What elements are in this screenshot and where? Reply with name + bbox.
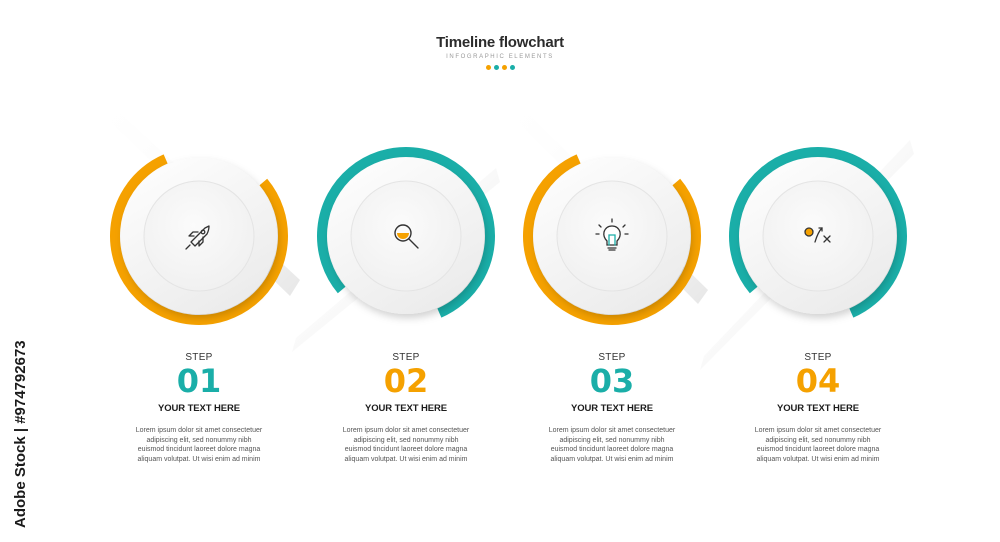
step-1-disc-inner [143, 180, 255, 292]
stock-watermark: Adobe Stock | #974792673 [12, 340, 29, 528]
step-heading: YOUR TEXT HERE [158, 403, 240, 414]
header-dots [0, 65, 1000, 70]
step-3-text: STEP 03 YOUR TEXT HERE Lorem ipsum dolor… [532, 352, 692, 464]
step-1-ring [110, 147, 288, 325]
strategy-icon [804, 227, 831, 243]
step-number: 03 [589, 362, 635, 400]
step-description: Lorem ipsum dolor sit amet consectetuer … [754, 427, 882, 463]
step-heading: YOUR TEXT HERE [571, 403, 653, 414]
rocket-icon [185, 225, 210, 250]
header-dot [501, 65, 507, 70]
step-2-ring [317, 147, 495, 325]
header-dot [493, 65, 499, 70]
header-dot [509, 65, 515, 70]
magnifier-icon [394, 224, 419, 249]
step-1-node [110, 147, 288, 325]
step-label: STEP [804, 352, 832, 363]
lightbulb-icon [595, 218, 629, 251]
step-description: Lorem ipsum dolor sit amet consectetuer … [548, 427, 676, 463]
step-1-text: STEP 01 YOUR TEXT HERE Lorem ipsum dolor… [119, 352, 279, 464]
step-description: Lorem ipsum dolor sit amet consectetuer … [135, 427, 263, 463]
step-2-text: STEP 02 YOUR TEXT HERE Lorem ipsum dolor… [326, 352, 486, 464]
step-label: STEP [598, 352, 626, 363]
step-2-node [317, 147, 495, 325]
step-heading: YOUR TEXT HERE [365, 403, 447, 414]
step-number: 02 [383, 362, 429, 400]
step-label: STEP [392, 352, 420, 363]
step-3-node [523, 147, 701, 325]
step-4-disc-inner [762, 180, 874, 292]
step-description: Lorem ipsum dolor sit amet consectetuer … [342, 427, 470, 463]
step-4-text: STEP 04 YOUR TEXT HERE Lorem ipsum dolor… [738, 352, 898, 464]
step-number: 04 [795, 362, 841, 400]
step-number: 01 [176, 362, 222, 400]
header-dot [485, 65, 491, 70]
step-heading: YOUR TEXT HERE [777, 403, 859, 414]
page-subtitle: INFOGRAPHIC ELEMENTS [446, 54, 554, 60]
step-label: STEP [185, 352, 213, 363]
header: Timeline flowchart INFOGRAPHIC ELEMENTS [0, 34, 1000, 70]
stock-watermark-text: Adobe Stock | #974792673 [12, 340, 29, 528]
page-title: Timeline flowchart [436, 34, 564, 51]
